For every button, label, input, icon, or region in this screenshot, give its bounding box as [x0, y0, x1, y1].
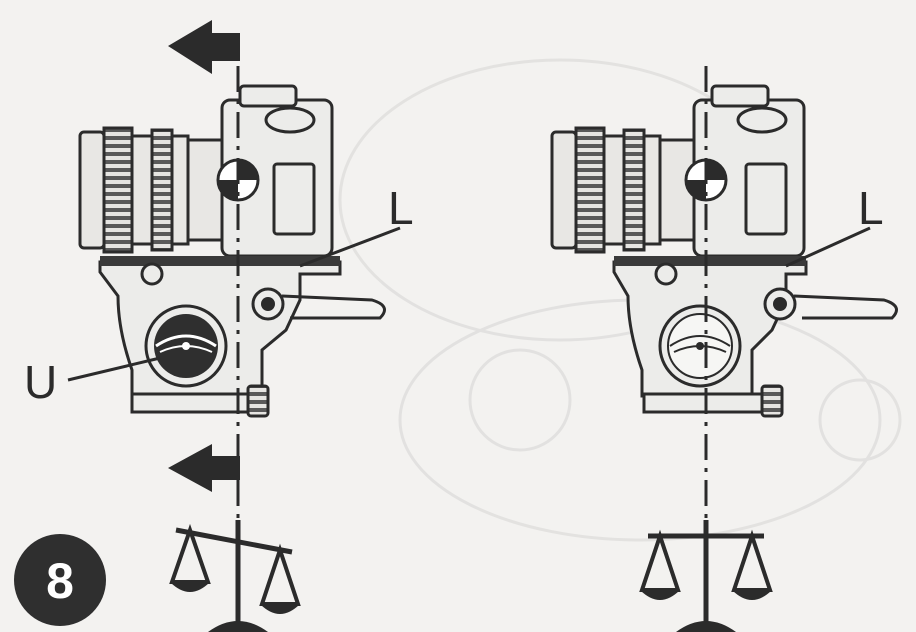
left-arrow-icon: [168, 20, 240, 74]
camera-body: [692, 84, 806, 258]
tripod-head: [612, 256, 898, 418]
background-ghost: [338, 58, 902, 542]
step-number-badge: 8: [14, 534, 106, 626]
left-arrow-icon: [168, 444, 240, 492]
level-balance-scale-icon: [639, 520, 773, 632]
counterbalance-knob: [144, 304, 228, 388]
tripod-head: [98, 256, 386, 418]
counterbalance-knob: [658, 304, 742, 388]
label-lever-right: L: [858, 182, 884, 234]
camera-lens: [550, 126, 698, 254]
lever-leader-line: [785, 226, 871, 268]
knob-leader-line: [67, 356, 161, 382]
step-number: 8: [46, 553, 74, 609]
tilted-balance-scale-icon: [169, 520, 301, 632]
camera-lens: [78, 126, 226, 254]
lever-leader-line: [299, 226, 401, 268]
left-panel: L U: [24, 20, 414, 632]
label-lever-left: L: [388, 182, 414, 234]
right-panel: L: [550, 66, 898, 632]
label-knob-u: U: [24, 356, 57, 408]
